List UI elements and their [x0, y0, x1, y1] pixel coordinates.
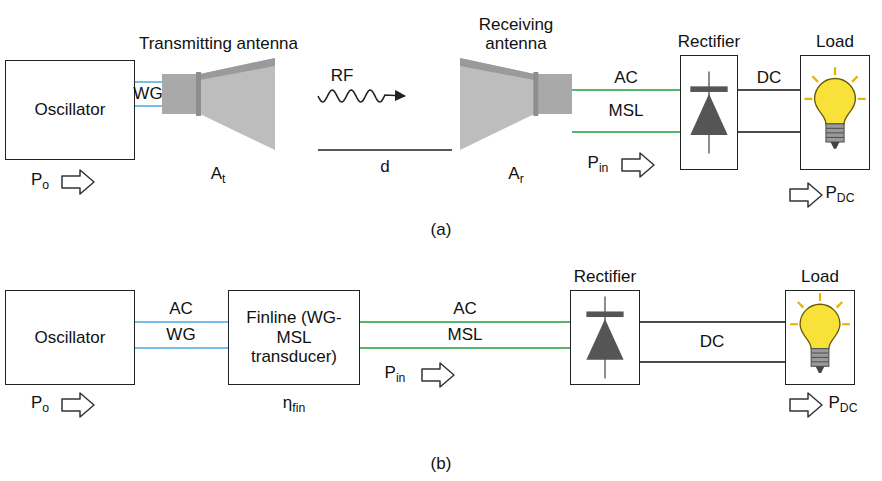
block-heading: Transmitting antenna [134, 34, 304, 54]
symbol-label: PDC [828, 394, 857, 415]
hornR-figure [162, 58, 275, 150]
power-arrow [790, 393, 822, 417]
power-arrow [622, 153, 654, 177]
line-label: AC [169, 300, 193, 319]
symbol-label: Po [31, 171, 49, 192]
symbol: A [211, 164, 222, 183]
block-heading: Load [816, 32, 854, 52]
symbol: P [828, 393, 839, 412]
symbol-label: Pin [385, 364, 406, 385]
line-label: (b) [431, 455, 452, 474]
symbol-label: ηfin [283, 394, 305, 415]
transmission-line [738, 90, 800, 132]
diode-figure [571, 291, 639, 384]
symbol: P [588, 153, 599, 172]
power-arrow [62, 170, 94, 194]
bulb-figure [786, 291, 854, 384]
box-label: Oscillator [35, 100, 106, 120]
hornR-block: Transmitting antenna [162, 58, 275, 150]
hornL-block: Receiving antenna [460, 58, 572, 150]
block-heading: Receiving antenna [451, 15, 581, 54]
line-label: DC [700, 333, 725, 352]
line-label: d [380, 158, 389, 177]
subscript: fin [292, 401, 305, 415]
bulb-block: Load [800, 55, 870, 170]
bulb-figure [801, 56, 869, 169]
subscript: o [42, 401, 49, 415]
line-label: WG [133, 85, 162, 104]
line-label: (a) [431, 221, 452, 240]
power-arrow [62, 393, 94, 417]
hornL-figure [460, 58, 572, 150]
subscript: r [520, 172, 524, 186]
bulb-block: Load [785, 290, 855, 385]
subscript: in [396, 371, 406, 385]
block-heading: Rectifier [574, 267, 636, 287]
transmission-line [360, 322, 570, 348]
process-box: Oscillator [5, 290, 135, 385]
box-label: Finline (WG-MSL transducer) [235, 308, 353, 367]
diode-block: Rectifier [570, 290, 640, 385]
subscript: DC [837, 191, 855, 205]
line-label: DC [757, 69, 782, 88]
subscript: in [599, 161, 609, 175]
diode-figure [681, 56, 737, 169]
symbol: P [825, 183, 836, 202]
symbol-label: Po [31, 394, 49, 415]
subscript: o [42, 178, 49, 192]
symbol-label: Pin [588, 154, 609, 175]
process-box: Oscillator [5, 60, 135, 160]
symbol: P [385, 363, 396, 382]
line-label: AC [614, 69, 638, 88]
power-arrow [790, 183, 822, 207]
transmission-line [135, 322, 228, 348]
block-heading: Load [801, 267, 839, 287]
line-label: MSL [448, 326, 483, 345]
symbol: P [31, 170, 42, 189]
line-label: WG [166, 326, 195, 345]
symbol-label: Ar [508, 165, 523, 186]
block-heading: Rectifier [678, 32, 740, 52]
symbol: P [31, 393, 42, 412]
line-label: AC [453, 300, 477, 319]
edge-label: RF [331, 67, 354, 86]
symbol: A [508, 164, 519, 183]
box-label: Oscillator [35, 328, 106, 348]
power-arrow [422, 363, 454, 387]
transmission-line [640, 322, 785, 362]
rf-wave-arrow [318, 90, 405, 102]
subscript: t [222, 172, 225, 186]
transmission-line [572, 90, 680, 132]
symbol-label: PDC [825, 184, 854, 205]
diode-block: Rectifier [680, 55, 738, 170]
symbol-label: At [211, 165, 226, 186]
symbol: η [283, 393, 292, 412]
process-box: Finline (WG-MSL transducer) [228, 290, 360, 385]
line-label: MSL [609, 102, 644, 121]
subscript: DC [840, 401, 858, 415]
distance-line [318, 149, 452, 151]
